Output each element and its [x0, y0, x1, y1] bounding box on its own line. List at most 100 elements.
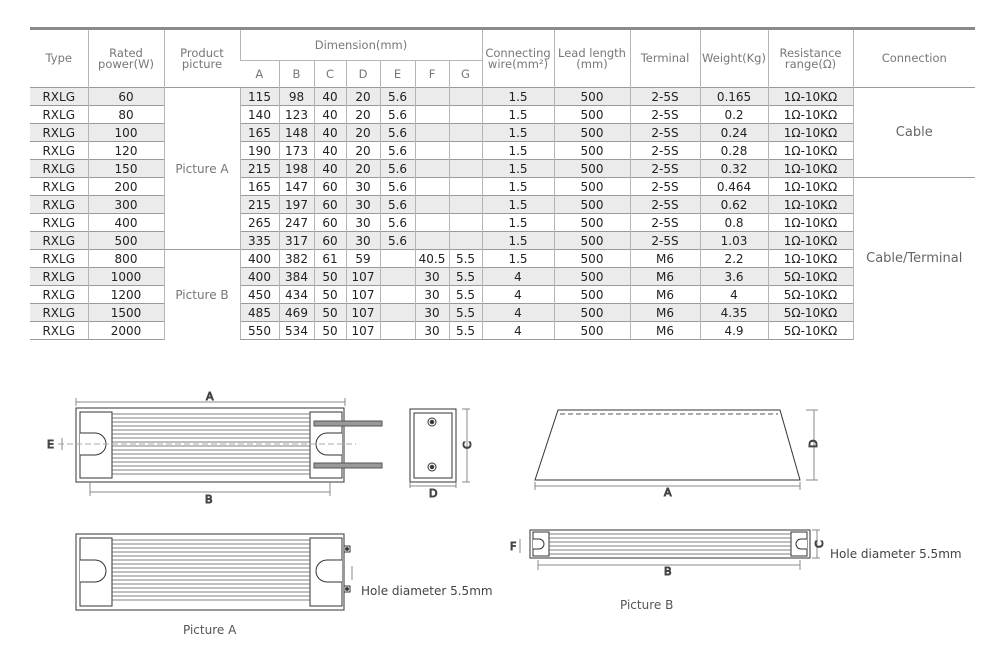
cell-dim-f [414, 231, 449, 250]
header-dim-d: D [345, 60, 380, 88]
cell-weight: 0.165 [699, 87, 768, 106]
hole-note-pic-a: Hole diameter 5.5mm [361, 584, 493, 598]
cell-dim-d: 107 [345, 267, 380, 286]
cell-type: RXLG [30, 303, 88, 322]
dim-label-f-pic-b: F [510, 540, 516, 553]
cell-type: RXLG [30, 213, 88, 232]
cell-resistance: 1Ω-10KΩ [767, 159, 853, 178]
cell-dim-c: 50 [313, 303, 346, 322]
cell-terminal: M6 [629, 303, 700, 322]
cell-product-picture-b: Picture B [163, 249, 240, 340]
cell-dim-b: 98 [278, 87, 314, 106]
cell-weight: 0.2 [699, 105, 768, 124]
cell-weight: 0.32 [699, 159, 768, 178]
cell-dim-c: 60 [313, 231, 346, 250]
cell-type: RXLG [30, 231, 88, 250]
cell-dim-f: 30 [414, 267, 449, 286]
cell-dim-e: 5.6 [379, 123, 415, 142]
cell-weight: 0.24 [699, 123, 768, 142]
dim-label-d-pic-a: D [429, 487, 437, 500]
cell-connecting-wire: 1.5 [481, 177, 554, 196]
cell-connecting-wire: 1.5 [481, 87, 554, 106]
hole-note-pic-b: Hole diameter 5.5mm [830, 547, 962, 561]
cell-dim-b: 247 [278, 213, 314, 232]
cell-terminal: 2-5S [629, 123, 700, 142]
cell-terminal: 2-5S [629, 213, 700, 232]
cell-dim-g [448, 105, 482, 124]
cell-dim-c: 40 [313, 87, 346, 106]
cell-weight: 0.464 [699, 177, 768, 196]
dim-label-b-pic-a: B [205, 493, 213, 506]
cell-rated-power: 1500 [87, 303, 164, 322]
cell-dim-f [414, 123, 449, 142]
dim-label-c-pic-b: C [813, 540, 826, 548]
cell-rated-power: 1000 [87, 267, 164, 286]
cell-rated-power: 150 [87, 159, 164, 178]
cell-dim-f [414, 177, 449, 196]
cell-dim-g [448, 177, 482, 196]
cell-rated-power: 800 [87, 249, 164, 268]
cell-rated-power: 200 [87, 177, 164, 196]
cell-type: RXLG [30, 177, 88, 196]
spec-table: Type Rated power(W) Product picture Dime… [30, 27, 975, 340]
cell-dim-b: 382 [278, 249, 314, 268]
picture-a-bottom-view [75, 533, 353, 611]
picture-a-caption: Picture A [183, 623, 237, 637]
cell-dim-a: 400 [239, 249, 279, 268]
cell-type: RXLG [30, 267, 88, 286]
cell-dim-g: 5.5 [448, 267, 482, 286]
cell-dim-d: 107 [345, 303, 380, 322]
cell-resistance: 5Ω-10KΩ [767, 285, 853, 304]
cell-dim-e: 5.6 [379, 87, 415, 106]
cell-connection-cable: Cable [852, 87, 975, 178]
cell-dim-a: 165 [239, 123, 279, 142]
cell-type: RXLG [30, 123, 88, 142]
cell-lead-length: 500 [553, 231, 630, 250]
cell-lead-length: 500 [553, 195, 630, 214]
cell-weight: 0.62 [699, 195, 768, 214]
cell-dim-d: 107 [345, 321, 380, 340]
cell-dim-g [448, 213, 482, 232]
dim-label-a-pic-b: A [664, 486, 672, 499]
header-dim-f: F [414, 60, 449, 88]
cell-dim-b: 198 [278, 159, 314, 178]
cell-rated-power: 500 [87, 231, 164, 250]
cell-rated-power: 80 [87, 105, 164, 124]
cell-terminal: 2-5S [629, 87, 700, 106]
header-connecting-wire: Connecting wire(mm²) [481, 27, 554, 88]
cell-type: RXLG [30, 249, 88, 268]
cell-dim-c: 40 [313, 105, 346, 124]
cell-dim-g [448, 141, 482, 160]
cell-connecting-wire: 1.5 [481, 159, 554, 178]
cell-terminal: 2-5S [629, 231, 700, 250]
cell-type: RXLG [30, 159, 88, 178]
cell-dim-f: 40.5 [414, 249, 449, 268]
cell-weight: 3.6 [699, 267, 768, 286]
cell-dim-e [379, 249, 415, 268]
cell-dim-d: 107 [345, 285, 380, 304]
cell-dim-g [448, 231, 482, 250]
cell-type: RXLG [30, 321, 88, 340]
header-rated-power: Rated power(W) [87, 27, 164, 88]
cell-dim-g: 5.5 [448, 303, 482, 322]
cell-dim-a: 265 [239, 213, 279, 232]
cell-dim-c: 50 [313, 285, 346, 304]
cell-dim-e [379, 321, 415, 340]
cell-dim-b: 147 [278, 177, 314, 196]
cell-dim-g: 5.5 [448, 321, 482, 340]
cell-rated-power: 2000 [87, 321, 164, 340]
cell-resistance: 1Ω-10KΩ [767, 249, 853, 268]
cell-connecting-wire: 1.5 [481, 123, 554, 142]
cell-rated-power: 60 [87, 87, 164, 106]
cell-dim-f [414, 159, 449, 178]
cell-terminal: M6 [629, 321, 700, 340]
cell-dim-c: 40 [313, 159, 346, 178]
cell-dim-f: 30 [414, 285, 449, 304]
cell-dim-f: 30 [414, 321, 449, 340]
cell-dim-d: 20 [345, 141, 380, 160]
cell-lead-length: 500 [553, 87, 630, 106]
